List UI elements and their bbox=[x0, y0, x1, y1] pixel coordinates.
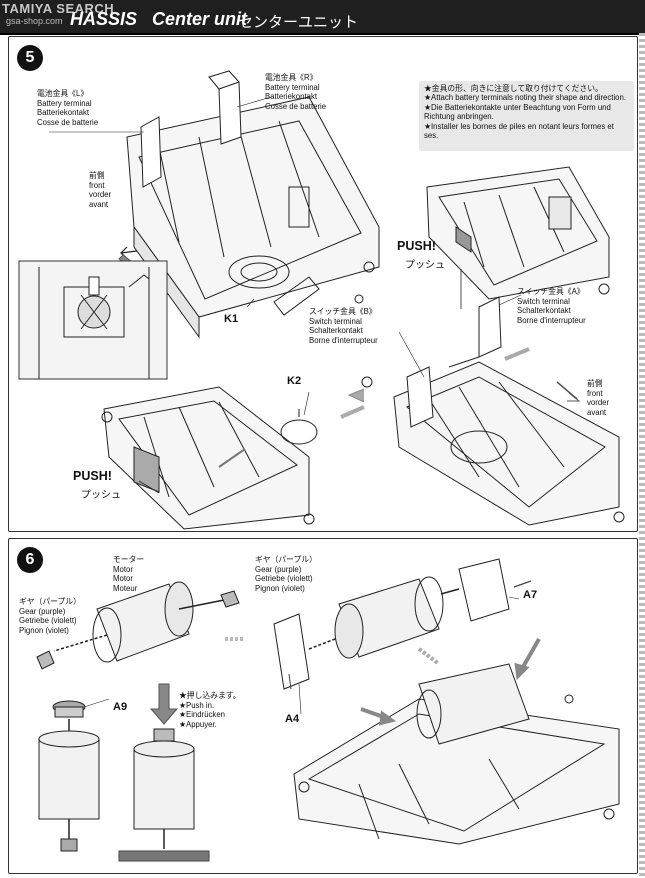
note-fr: ★Installer les bornes de piles en notant… bbox=[424, 121, 614, 141]
motor-en: Motor bbox=[113, 564, 133, 574]
battery-l-fr: Cosse de batterie bbox=[37, 117, 99, 127]
chassis-drawing-2 bbox=[426, 166, 610, 300]
battery-r-jp: 電池金具《R》 bbox=[265, 73, 318, 82]
push-in-en: ★Push in. bbox=[179, 700, 215, 710]
header-center-unit: Center unit bbox=[152, 9, 248, 29]
motor-drawing-4 bbox=[273, 558, 510, 690]
front-label-1: 前側 front vorder avant bbox=[89, 171, 111, 209]
battery-l-jp: 電池金具《L》 bbox=[37, 89, 89, 98]
gear-right-en: Gear (purple) bbox=[255, 564, 302, 574]
page-header: TAMIYA SEARCH gsa-shop.com HASSIS Center… bbox=[0, 0, 645, 35]
switch-terminal-a-label: スイッチ金具《A》 Switch terminal Schalterkontak… bbox=[517, 287, 586, 325]
watermark: TAMIYA SEARCH bbox=[2, 1, 115, 16]
push-in-jp: ★押し込みます。 bbox=[179, 691, 241, 700]
note-en: ★Attach battery terminals noting their s… bbox=[424, 93, 627, 103]
switch-a-en: Switch terminal bbox=[517, 296, 570, 306]
part-a7-label: A7 bbox=[523, 589, 538, 601]
gear-right-de: Getriebe (violett) bbox=[255, 574, 313, 583]
front1-fr: avant bbox=[89, 199, 109, 209]
front1-en: front bbox=[89, 180, 105, 190]
battery-terminal-l-label: 電池金具《L》 Battery terminal Batteriekontakt… bbox=[37, 89, 98, 127]
front2-fr: avant bbox=[587, 407, 607, 417]
front1-de: vorder bbox=[89, 190, 112, 199]
gear-left-fr: Pignon (violet) bbox=[19, 625, 69, 635]
front2-de: vorder bbox=[587, 398, 610, 407]
part-k2-label: K2 bbox=[287, 375, 302, 387]
step-number: 5 bbox=[17, 45, 43, 71]
switch-a-de: Schalterkontakt bbox=[517, 306, 571, 315]
push-label-1: PUSH! bbox=[397, 239, 436, 253]
gear-right-jp: ギヤ（パープル） bbox=[255, 555, 317, 564]
watermark-site: gsa-shop.com bbox=[6, 16, 63, 26]
step-number: 6 bbox=[17, 547, 43, 573]
step-5-panel: 5 bbox=[8, 36, 638, 532]
motor-de: Motor bbox=[113, 574, 133, 583]
switch-b-en: Switch terminal bbox=[309, 316, 362, 326]
note-de: ★Die Batteriekontakte unter Beachtung vo… bbox=[424, 102, 611, 122]
push-in-note: ★押し込みます。 ★Push in. ★Eindrücken ★Appuyer. bbox=[179, 691, 241, 729]
switch-b-jp: スイッチ金具《B》 bbox=[309, 307, 377, 316]
gear-left-en: Gear (purple) bbox=[19, 606, 66, 616]
step-5-illustration bbox=[18, 70, 625, 530]
chassis-drawing-3 bbox=[361, 296, 625, 526]
chassis-drawing-5 bbox=[293, 663, 620, 845]
gear-left-de: Getriebe (violett) bbox=[19, 616, 77, 625]
battery-r-en: Battery terminal bbox=[265, 82, 320, 92]
part-a9-label: A9 bbox=[113, 701, 128, 713]
switch-a-jp: スイッチ金具《A》 bbox=[517, 287, 585, 296]
switch-b-de: Schalterkontakt bbox=[309, 326, 363, 335]
header-chassis: HASSIS bbox=[70, 9, 138, 29]
chassis-drawing-4 bbox=[101, 386, 318, 530]
switch-a-fr: Borne d'interrupteur bbox=[517, 315, 586, 325]
battery-l-de: Batteriekontakt bbox=[37, 108, 90, 117]
switch-b-fr: Borne d'interrupteur bbox=[309, 335, 378, 345]
battery-r-de: Batteriekontakt bbox=[265, 92, 318, 101]
battery-l-en: Battery terminal bbox=[37, 98, 92, 108]
gear-purple-label-left: ギヤ（パープル） Gear (purple) Getriebe (violett… bbox=[19, 597, 81, 635]
motor-jp: モーター bbox=[113, 555, 145, 564]
step-6-illustration bbox=[36, 558, 620, 862]
attach-note-box: ★金具の形、向きに注意して取り付けてください。 ★Attach battery … bbox=[419, 81, 634, 151]
motor-drawing-1 bbox=[36, 581, 240, 670]
push-in-de: ★Eindrücken bbox=[179, 710, 225, 719]
battery-terminal-r-label: 電池金具《R》 Battery terminal Batteriekontakt… bbox=[265, 73, 326, 111]
push-label-2: PUSH! bbox=[73, 469, 112, 483]
motor-label: モーター Motor Motor Moteur bbox=[113, 555, 144, 593]
step-6-panel: 6 bbox=[8, 538, 638, 874]
motor-fr: Moteur bbox=[113, 583, 138, 593]
gear-left-jp: ギヤ（パープル） bbox=[19, 597, 81, 606]
page-edge-stripe bbox=[639, 33, 645, 878]
front1-jp: 前側 bbox=[89, 171, 105, 180]
front2-jp: 前側 bbox=[587, 379, 603, 388]
part-k1-label: K1 bbox=[224, 313, 239, 325]
front2-en: front bbox=[587, 388, 603, 398]
motor-drawing-3 bbox=[118, 683, 210, 862]
gear-right-fr: Pignon (violet) bbox=[255, 583, 305, 593]
push-in-fr: ★Appuyer. bbox=[179, 719, 217, 729]
front-label-2: 前側 front vorder avant bbox=[587, 379, 609, 417]
switch-terminal-b-label: スイッチ金具《B》 Switch terminal Schalterkontak… bbox=[309, 307, 378, 345]
note-jp: ★金具の形、向きに注意して取り付けてください。 bbox=[424, 84, 603, 93]
header-center-unit-jp: センターユニット bbox=[238, 14, 359, 31]
battery-r-fr: Cosse de batterie bbox=[265, 101, 327, 111]
motor-drawing-2 bbox=[38, 700, 100, 852]
push-label-1-jp: プッシュ bbox=[405, 260, 445, 271]
push-label-2-jp: プッシュ bbox=[81, 490, 121, 501]
part-a4-label: A4 bbox=[285, 713, 300, 725]
gear-purple-label-right: ギヤ（パープル） Gear (purple) Getriebe (violett… bbox=[255, 555, 317, 593]
